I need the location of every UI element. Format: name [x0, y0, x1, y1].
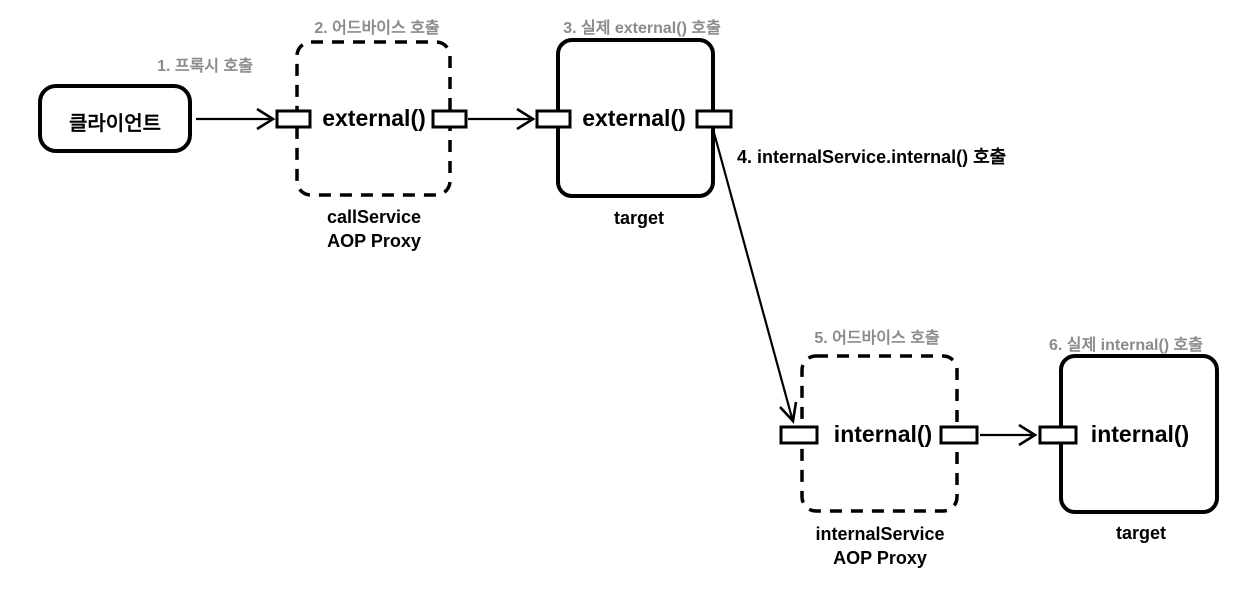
target2-method-label: internal(): [1090, 421, 1190, 447]
step6-label: 6. 실제 internal() 호출: [1048, 337, 1204, 354]
proxy2-caption: internalService AOP Proxy: [815, 522, 944, 570]
proxy1-method-label: external(): [322, 105, 426, 131]
proxy2-caption-line2: AOP Proxy: [833, 548, 927, 568]
target1-caption: target: [613, 208, 665, 228]
port-target1-left: [535, 109, 572, 129]
client-label: 클라이언트: [69, 113, 161, 135]
proxy-call-arrow: [196, 107, 276, 131]
port-target1-right: [695, 109, 733, 129]
step3-label: 3. 실제 external() 호출: [563, 20, 721, 37]
step5-label: 5. 어드바이스 호출: [814, 330, 940, 347]
port-proxy1-right: [431, 109, 468, 129]
advice-to-target1-arrow: [468, 107, 536, 131]
port-proxy2-left: [779, 425, 819, 445]
step2-label: 2. 어드바이스 호출: [314, 20, 440, 37]
target1-method-label: external(): [582, 105, 686, 131]
proxy1-caption-line2: AOP Proxy: [327, 231, 421, 251]
port-proxy2-right: [939, 425, 979, 445]
proxy1-caption-line1: callService: [326, 207, 422, 227]
proxy1-caption: callService AOP Proxy: [327, 205, 421, 253]
step1-label: 1. 프록시 호출: [157, 58, 253, 75]
client-box: [38, 84, 192, 153]
port-proxy1-left: [275, 109, 312, 129]
internal-call-arrow: [711, 128, 798, 424]
step4-label: 4. internalService.internal() 호출: [737, 147, 1007, 167]
target2-caption: target: [1115, 523, 1167, 543]
proxy2-method-label: internal(): [833, 421, 933, 447]
advice-to-target2-arrow: [980, 423, 1038, 447]
port-target2-left: [1038, 425, 1078, 445]
proxy2-caption-line1: internalService: [815, 524, 945, 544]
